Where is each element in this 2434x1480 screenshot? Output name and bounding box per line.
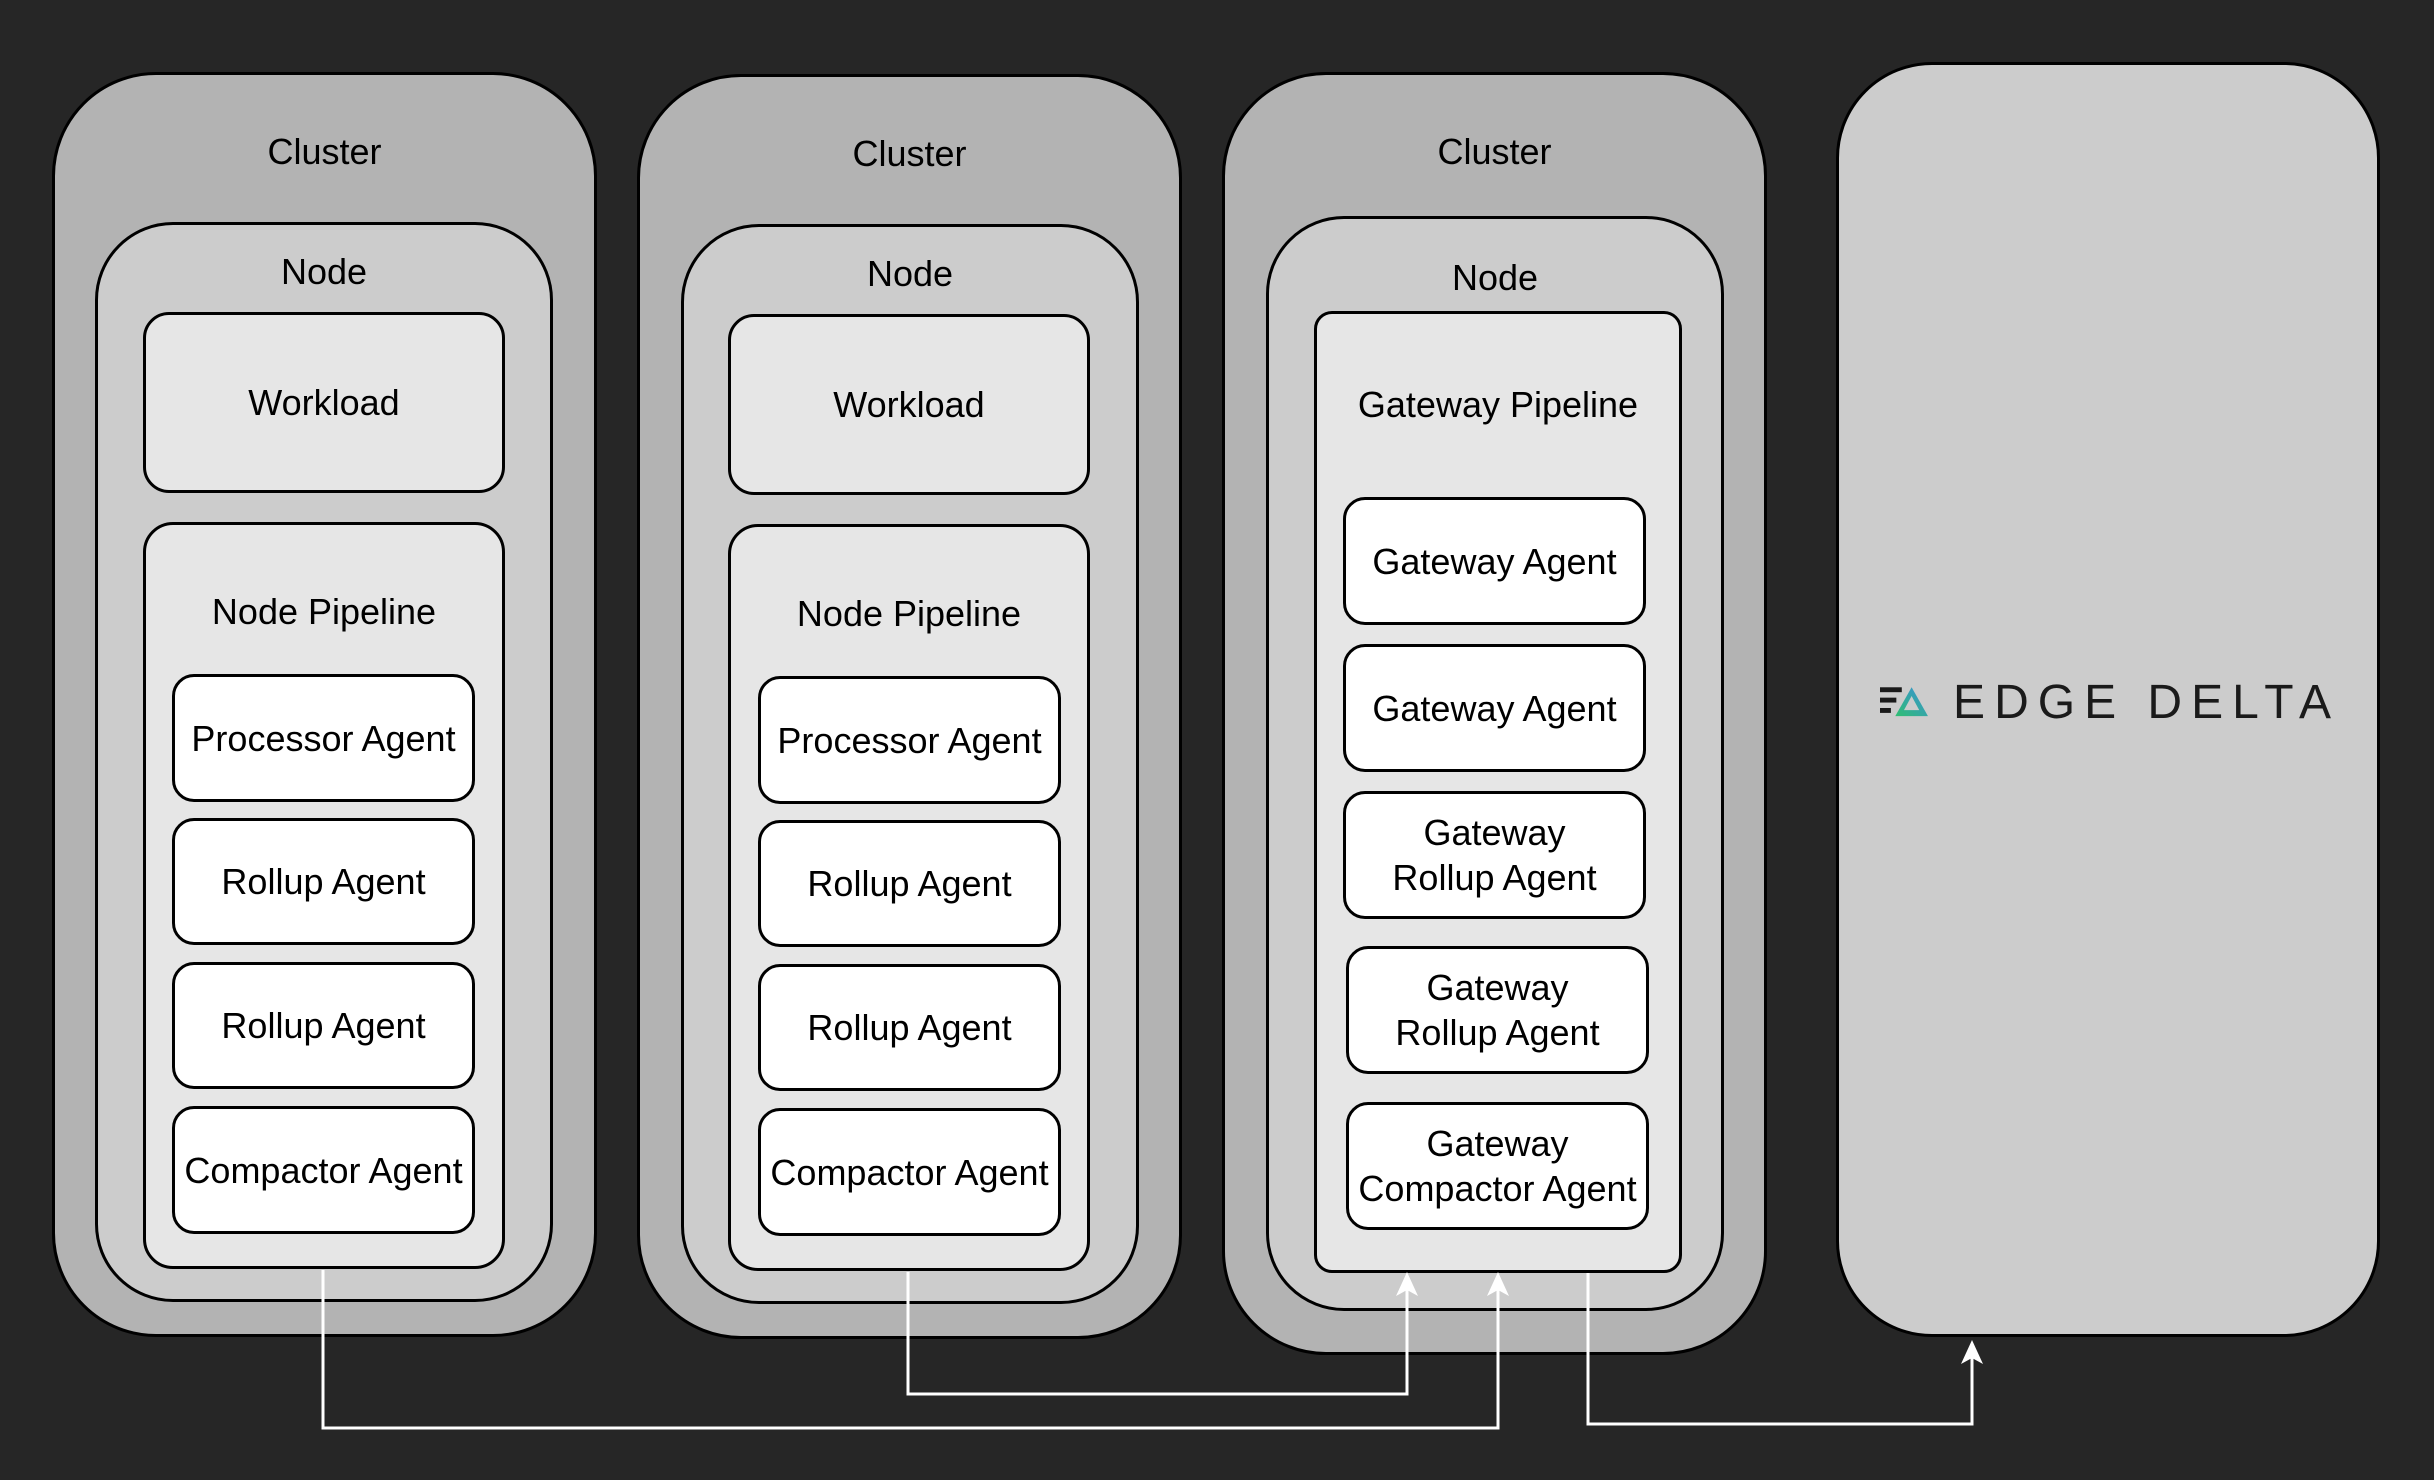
edge-delta-wordmark: EDGE DELTA bbox=[1953, 675, 2340, 729]
gateway-rollup-agent: Gateway Rollup Agent bbox=[1346, 946, 1649, 1074]
agent-label: Rollup Agent bbox=[807, 863, 1012, 904]
edge-delta-destination bbox=[1836, 62, 2380, 1337]
gateway-compactor-agent: Gateway Compactor Agent bbox=[1346, 1102, 1649, 1230]
agent-label: Rollup Agent bbox=[807, 1007, 1012, 1048]
connector-gateway-to-edge-delta bbox=[1586, 1273, 1974, 1426]
agent-label: Rollup Agent bbox=[221, 861, 426, 902]
edge-delta-logo-icon bbox=[1880, 687, 1928, 717]
rollup-agent: Rollup Agent bbox=[758, 820, 1061, 947]
arrow-head-icon bbox=[1961, 1340, 1983, 1364]
agent-label: Gateway Rollup Agent bbox=[1395, 967, 1600, 1053]
rollup-agent: Rollup Agent bbox=[172, 818, 475, 945]
edge-delta-logo: EDGE DELTA bbox=[1880, 670, 2340, 734]
compactor-agent: Compactor Agent bbox=[758, 1108, 1061, 1236]
pipeline-label: Gateway Pipeline bbox=[1357, 384, 1639, 425]
cluster-label: Cluster bbox=[1437, 131, 1552, 172]
agent-label: Gateway Agent bbox=[1372, 540, 1617, 582]
connector-cluster1-to-gateway bbox=[321, 1270, 1500, 1430]
node-label: Node bbox=[866, 253, 954, 294]
arrow-head-icon bbox=[1487, 1272, 1509, 1296]
gateway-rollup-agent: Gateway Rollup Agent bbox=[1343, 791, 1646, 919]
processor-agent: Processor Agent bbox=[758, 676, 1061, 804]
gateway-agent: Gateway Agent bbox=[1343, 644, 1646, 772]
arrow-head-icon bbox=[1396, 1272, 1418, 1296]
workload-1: Workload bbox=[143, 312, 505, 493]
processor-agent: Processor Agent bbox=[172, 674, 475, 802]
compactor-agent: Compactor Agent bbox=[172, 1106, 475, 1234]
connector-cluster2-to-gateway bbox=[906, 1272, 1409, 1396]
agent-label: Processor Agent bbox=[191, 717, 456, 759]
node-label: Node bbox=[280, 251, 368, 292]
rollup-agent: Rollup Agent bbox=[172, 962, 475, 1089]
rollup-agent: Rollup Agent bbox=[758, 964, 1061, 1091]
agent-label: Rollup Agent bbox=[221, 1005, 426, 1046]
agent-label: Gateway Rollup Agent bbox=[1392, 812, 1597, 898]
pipeline-label: Node Pipeline bbox=[796, 593, 1022, 634]
cluster-label: Cluster bbox=[267, 131, 382, 172]
agent-label: Compactor Agent bbox=[770, 1151, 1049, 1193]
agent-label: Gateway Agent bbox=[1372, 687, 1617, 729]
node-label: Node bbox=[1451, 257, 1539, 298]
workload-label: Workload bbox=[833, 383, 985, 425]
cluster-label: Cluster bbox=[852, 133, 967, 174]
workload-label: Workload bbox=[248, 381, 400, 423]
pipeline-label: Node Pipeline bbox=[211, 591, 437, 632]
workload-2: Workload bbox=[728, 314, 1090, 495]
agent-label: Compactor Agent bbox=[184, 1149, 463, 1191]
gateway-agent: Gateway Agent bbox=[1343, 497, 1646, 625]
agent-label: Processor Agent bbox=[777, 719, 1042, 761]
agent-label: Gateway Compactor Agent bbox=[1358, 1123, 1637, 1209]
